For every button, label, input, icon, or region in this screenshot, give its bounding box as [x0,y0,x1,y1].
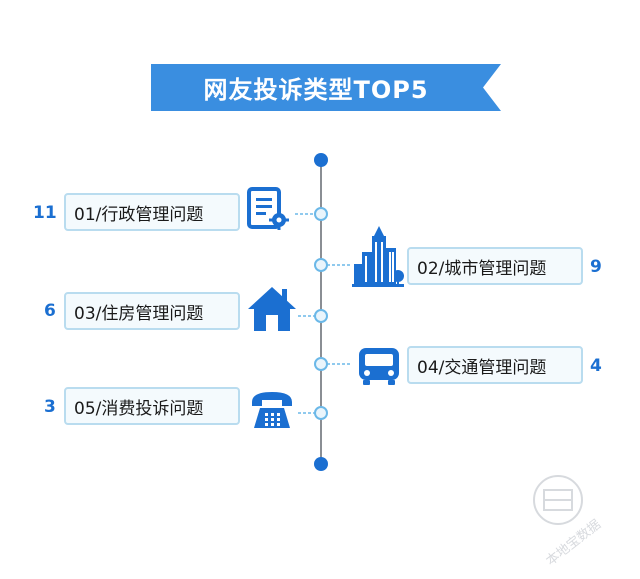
title-banner: 网友投诉类型TOP5 [151,64,501,111]
item-2-count: 9 [590,257,602,277]
item-5-count: 3 [44,397,56,417]
timeline-node-4 [314,357,328,371]
item-3-box: 03/住房管理问题 [64,292,240,330]
timeline-node-5 [314,406,328,420]
timeline-end-dot [314,457,328,471]
banner-shape [151,64,501,111]
timeline-node-1 [314,207,328,221]
item-2-label: 02/城市管理问题 [417,258,547,279]
watermark-logo-icon [533,475,583,525]
item-1-box: 01/行政管理问题 [64,193,240,231]
telephone-icon [252,392,292,428]
watermark: 本地宝数据 [520,470,635,575]
timeline-start-dot [314,153,328,167]
item-2-box: 02/城市管理问题 [407,247,583,285]
item-3-count: 6 [44,301,56,321]
item-1-count: 11 [33,203,57,223]
item-1-label: 01/行政管理问题 [74,204,204,225]
item-4-count: 4 [590,356,602,376]
item-4-box: 04/交通管理问题 [407,346,583,384]
page-title: 网友投诉类型TOP5 [203,76,429,104]
timeline-node-3 [314,309,328,323]
item-5-box: 05/消费投诉问题 [64,387,240,425]
item-5-label: 05/消费投诉问题 [74,398,204,419]
bus-icon [359,348,399,385]
item-4-label: 04/交通管理问题 [417,357,547,378]
document-gear-icon [247,187,289,230]
house-icon [246,283,298,351]
timeline-node-2 [314,258,328,272]
city-buildings-icon [352,226,404,287]
item-3-label: 03/住房管理问题 [74,303,204,324]
